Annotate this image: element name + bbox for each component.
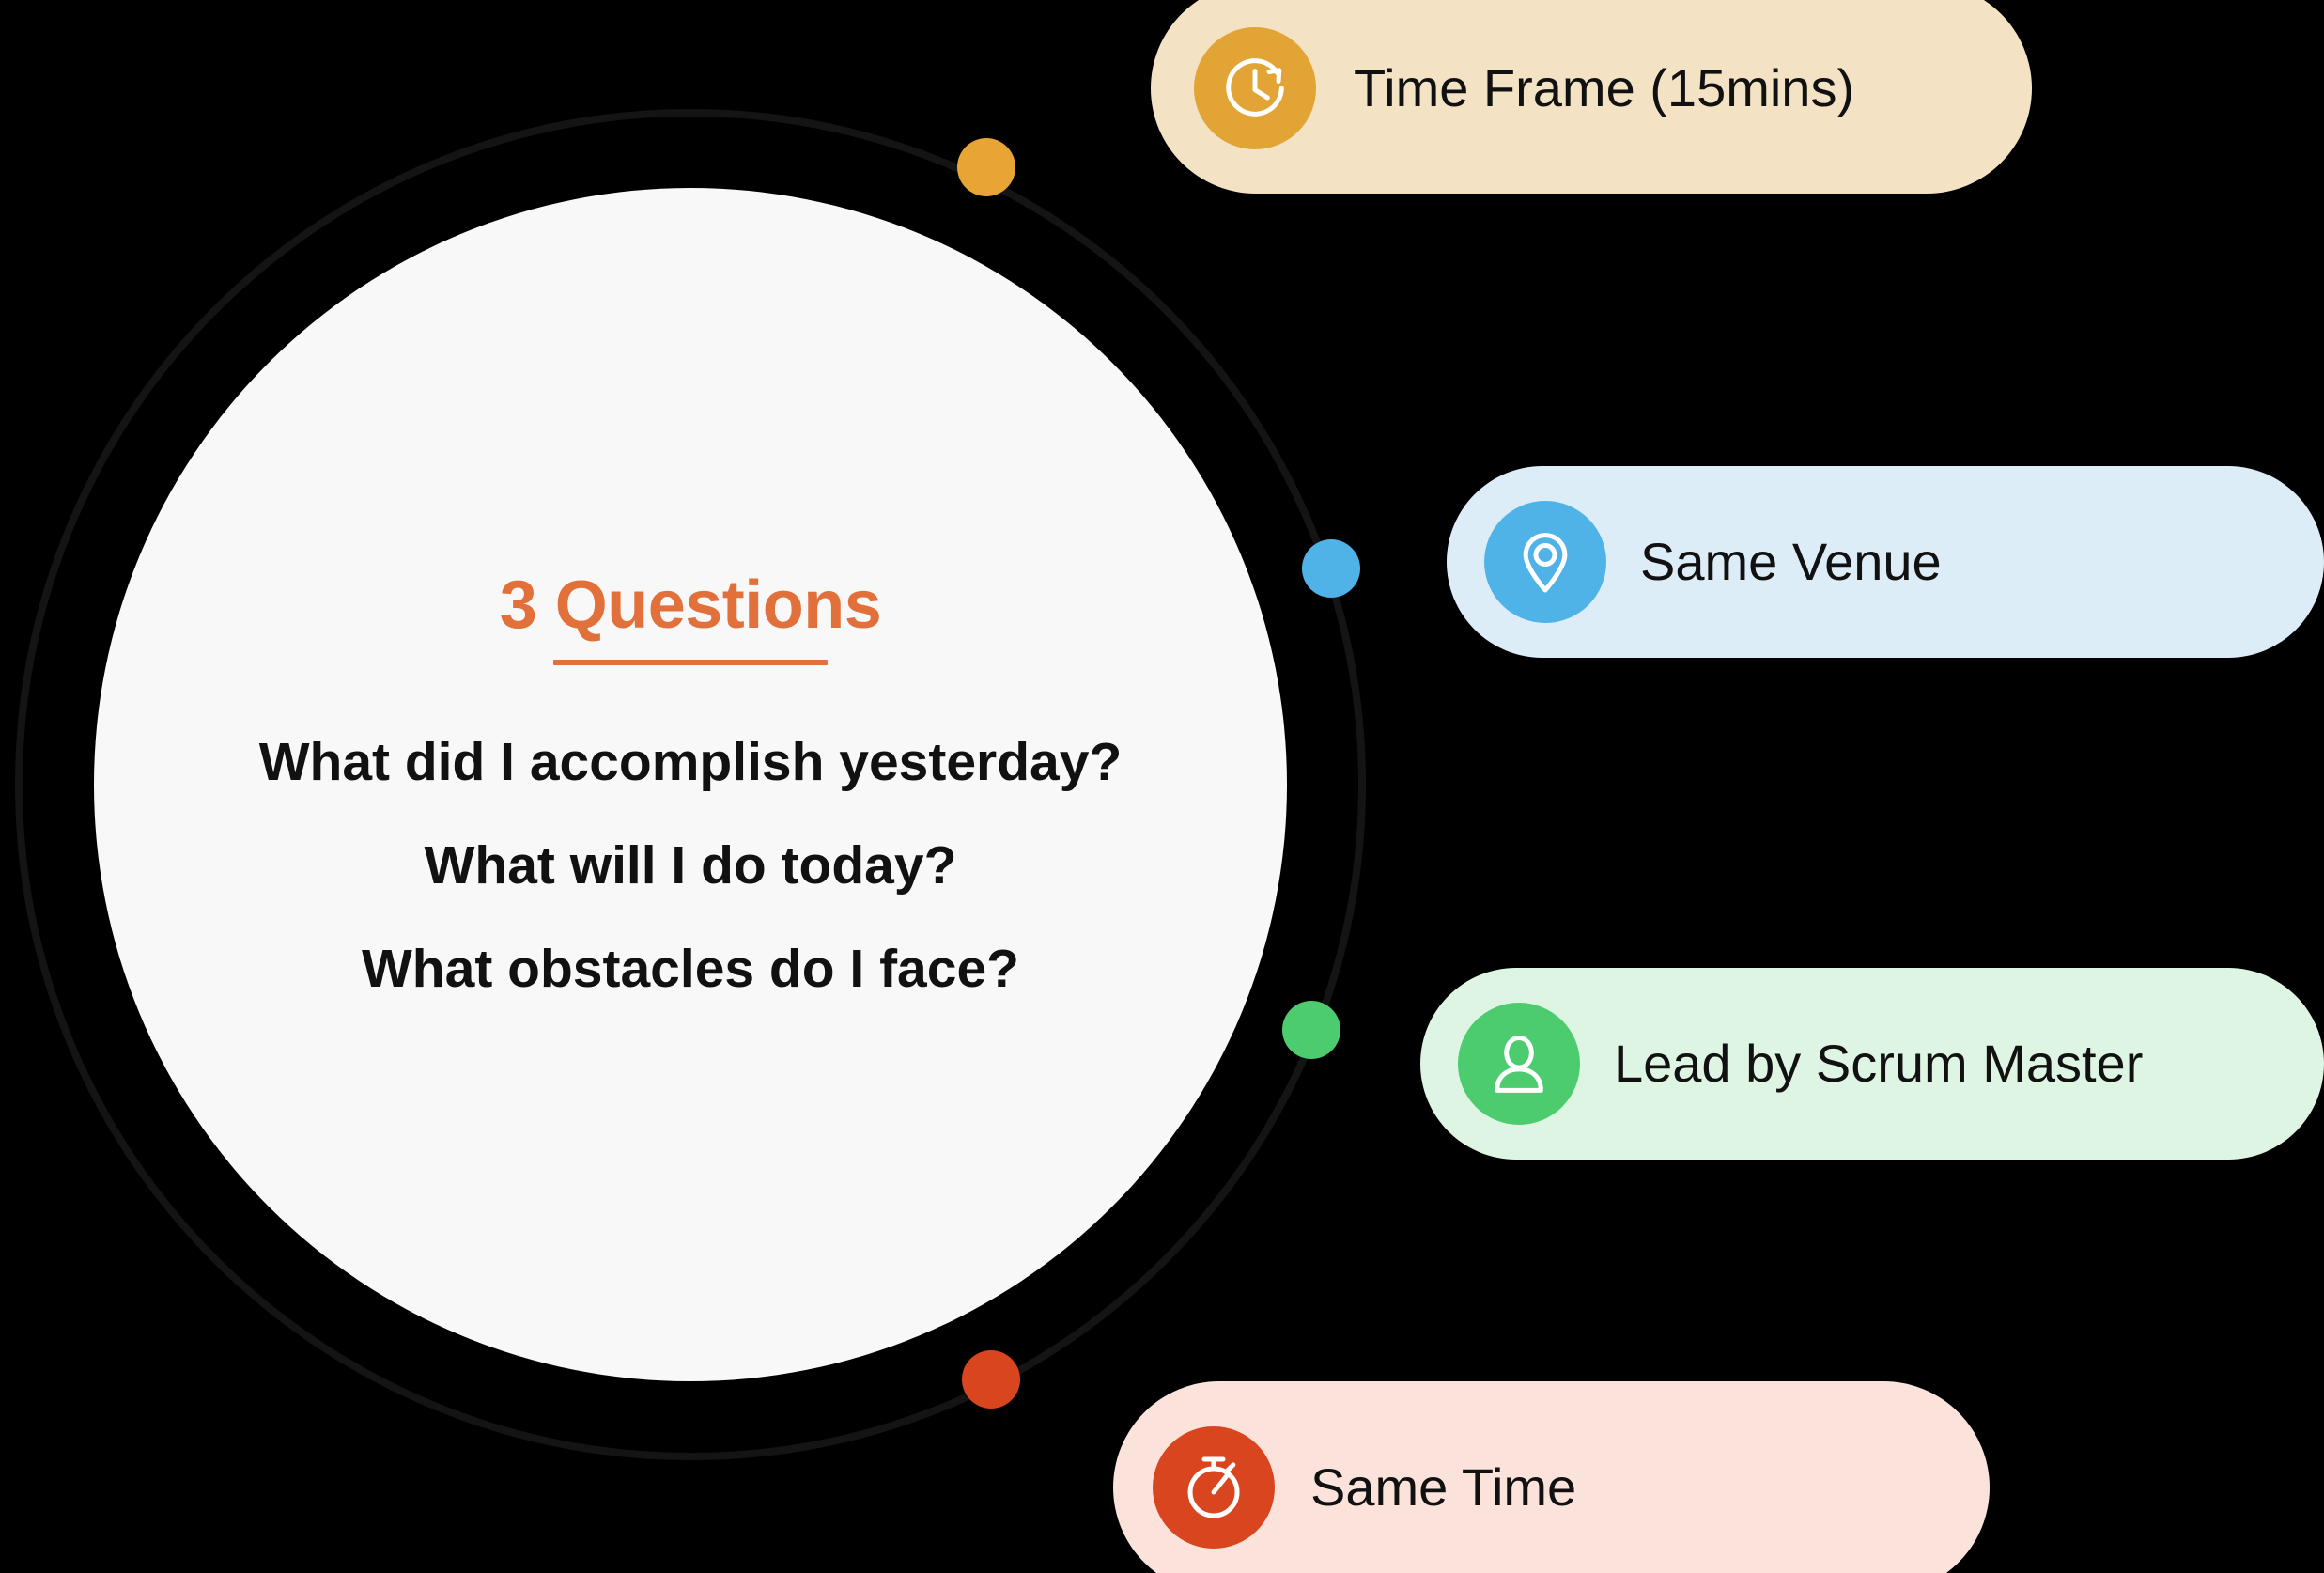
connector-dot-scrummaster	[1282, 1001, 1340, 1059]
pill-label-sametime: Same Time	[1310, 1457, 1577, 1518]
page-title: 3 Questions	[499, 568, 882, 644]
map-pin-icon	[1484, 501, 1606, 623]
center-disc: 3 Questions What did I accomplish yester…	[94, 188, 1287, 1381]
connector-dot-timeframe	[957, 138, 1015, 196]
pill-label-scrummaster: Lead by Scrum Master	[1614, 1034, 2144, 1094]
pill-venue[interactable]: Same Venue	[1447, 466, 2324, 658]
pill-label-timeframe: Time Frame (15mins)	[1354, 58, 1855, 118]
pill-sametime[interactable]: Same Time	[1113, 1381, 1990, 1573]
pill-label-venue: Same Venue	[1640, 532, 1942, 592]
title-underline-rule	[553, 660, 828, 666]
connector-dot-venue	[1302, 539, 1360, 598]
pill-scrummaster[interactable]: Lead by Scrum Master	[1420, 968, 2324, 1160]
connector-dot-sametime	[962, 1350, 1020, 1409]
questions-list: What did I accomplish yesterday? What wi…	[207, 732, 1174, 999]
person-icon	[1458, 1003, 1580, 1125]
question-item-1: What did I accomplish yesterday?	[258, 732, 1123, 793]
clock-arrow-icon	[1194, 27, 1316, 149]
question-item-3: What obstacles do I face?	[362, 938, 1019, 999]
pill-timeframe[interactable]: Time Frame (15mins)	[1151, 0, 2032, 194]
question-item-2: What will I do today?	[424, 835, 957, 896]
stopwatch-icon	[1153, 1426, 1275, 1549]
orbit-ring-circle	[15, 109, 1366, 1460]
